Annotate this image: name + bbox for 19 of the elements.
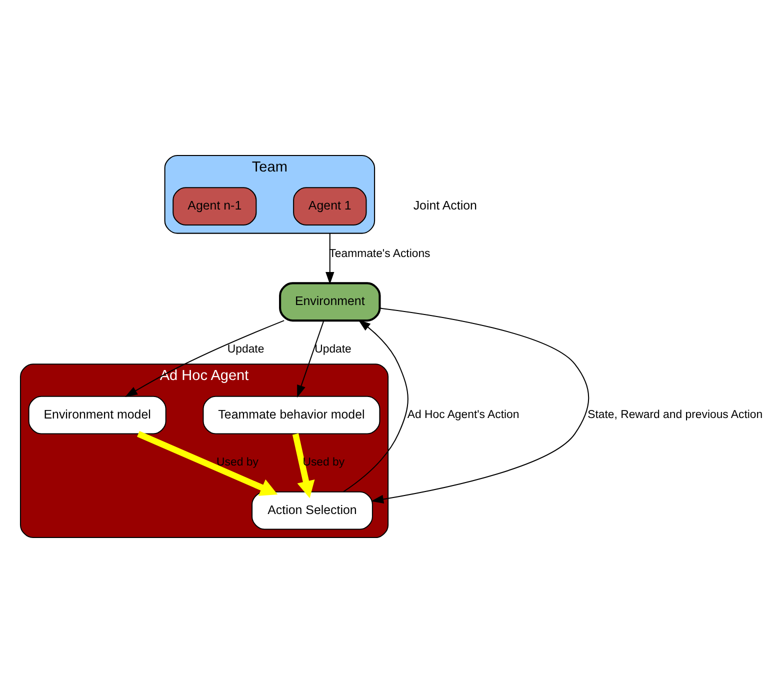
edge-label: Update	[314, 344, 352, 356]
node-box: Environment model	[28, 396, 166, 434]
node-box: Teammate behavior model	[202, 396, 380, 434]
node-box: Environment	[279, 282, 381, 322]
node-box: Agent 1	[293, 187, 367, 226]
arrow	[371, 308, 590, 504]
edge-label: Used by	[216, 456, 258, 469]
arrow	[326, 233, 334, 284]
arrow	[343, 320, 408, 492]
node-box: Action Selection	[252, 491, 373, 530]
arrow	[124, 320, 284, 398]
node-box: Agent n-1	[172, 187, 257, 226]
label: Joint Action	[413, 198, 477, 213]
arrow	[292, 433, 315, 498]
edge-label: State, Reward and previous Action	[588, 408, 763, 421]
edge-label: Ad Hoc Agent's Action	[407, 408, 520, 421]
arrow	[137, 431, 278, 496]
edge-label: Update	[227, 344, 264, 356]
arrow	[297, 320, 324, 398]
